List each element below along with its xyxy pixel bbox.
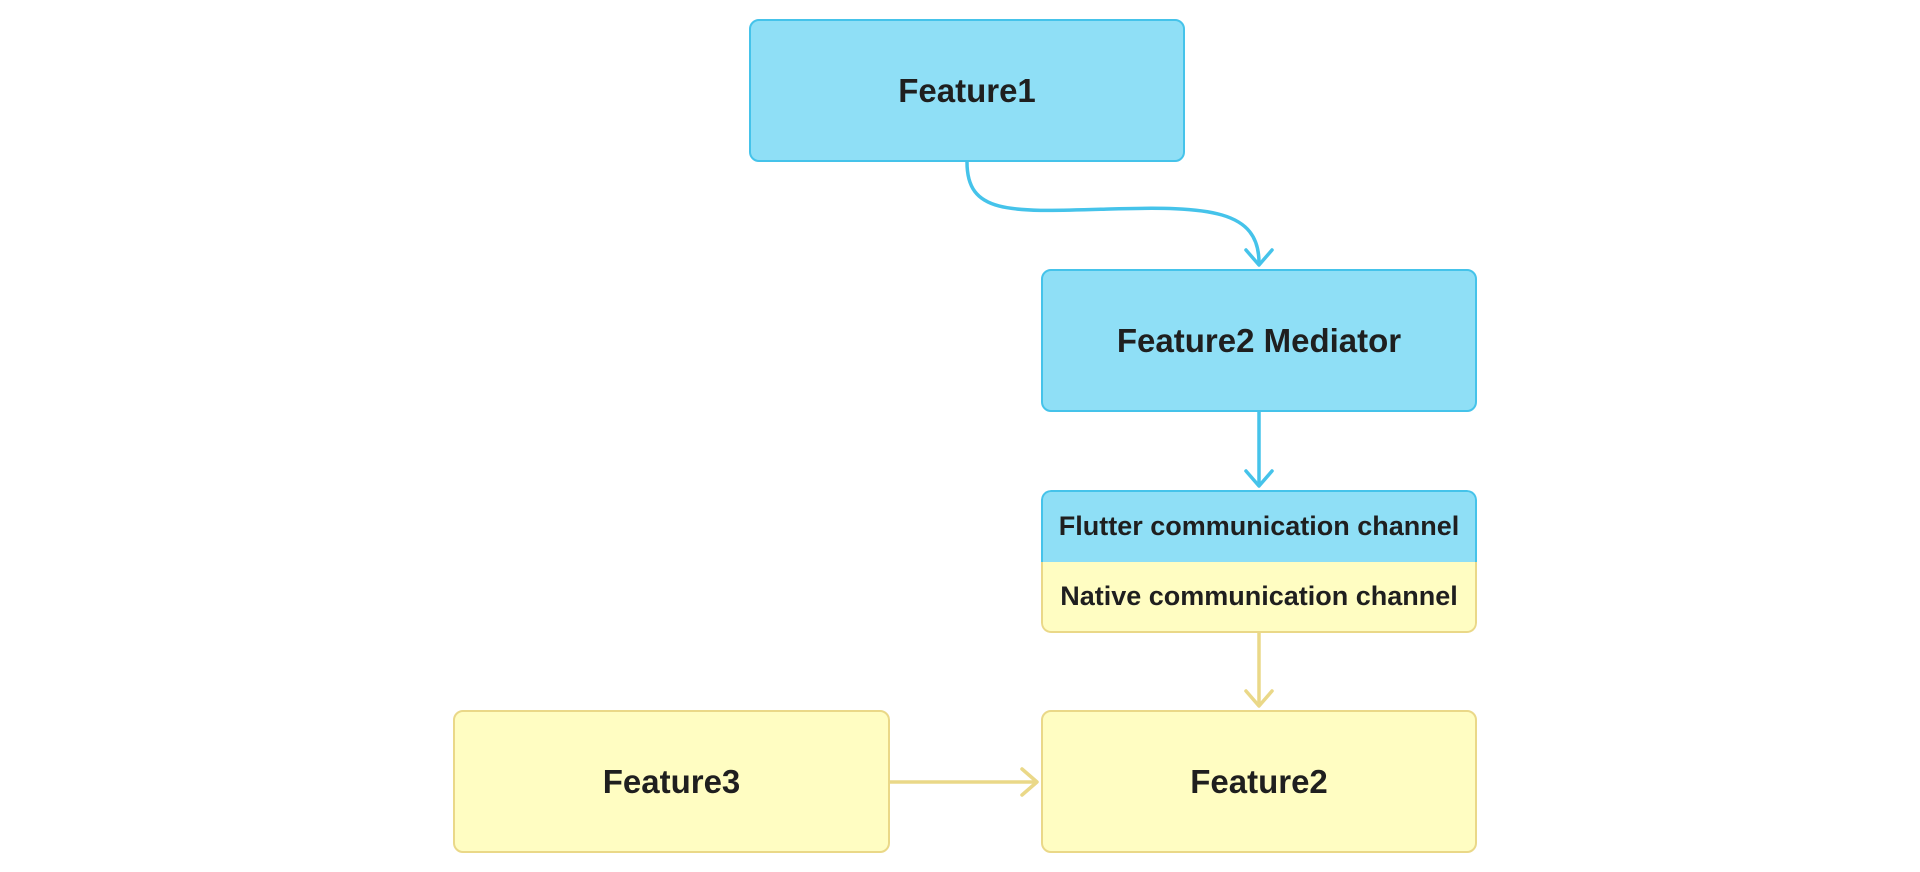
node-feature2-mediator-label: Feature2 Mediator <box>1116 321 1402 359</box>
node-feature2-label: Feature2 <box>1190 762 1328 800</box>
native-channel-label: Native communication channel <box>1060 580 1458 611</box>
arrowhead-feature1-to-mediator <box>1244 248 1274 267</box>
arrowhead-native-channel-to-feature2 <box>1244 689 1274 708</box>
native-communication-channel[interactable]: Native communication channel <box>1041 561 1477 633</box>
arrowhead-feature3-to-feature2 <box>1020 767 1039 797</box>
node-feature1-label: Feature1 <box>898 71 1036 109</box>
node-feature2-mediator[interactable]: Feature2 Mediator <box>1041 269 1477 412</box>
node-feature3-label: Feature3 <box>602 762 741 800</box>
node-feature2[interactable]: Feature2 <box>1041 710 1477 853</box>
node-feature3[interactable]: Feature3 <box>453 710 890 853</box>
flutter-communication-channel[interactable]: Flutter communication channel <box>1041 490 1477 562</box>
node-communication-channel[interactable]: Flutter communication channel Native com… <box>1041 490 1477 633</box>
arrowhead-mediator-to-flutter-channel <box>1244 469 1274 488</box>
edge-feature1-to-mediator <box>965 161 1261 264</box>
node-feature1[interactable]: Feature1 <box>749 19 1185 162</box>
flutter-channel-label: Flutter communication channel <box>1058 511 1460 542</box>
